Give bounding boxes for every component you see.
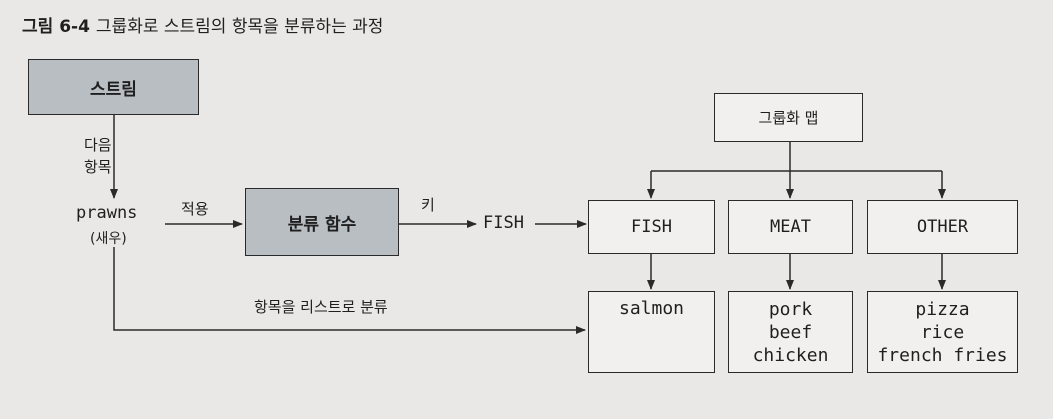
classifier-label: 분류 함수: [287, 214, 357, 235]
next-item-line-2: 항목: [84, 158, 112, 176]
item-note: (새우): [90, 231, 127, 247]
list-item: chicken: [752, 344, 829, 366]
group-key-label: OTHER: [916, 217, 969, 237]
list-item: pizza: [915, 298, 970, 320]
grouping-map-box: 그룹화 맵: [714, 93, 863, 142]
next-item-label: 다음 항목: [84, 134, 112, 178]
add-to-list-label: 항목을 리스트로 분류: [254, 298, 388, 316]
group-key-meat: MEAT: [728, 200, 853, 254]
group-key-fish: FISH: [588, 200, 715, 254]
stream-box: 스트림: [28, 59, 199, 115]
apply-label: 적용: [181, 200, 209, 218]
group-items-other: pizza rice french fries: [867, 291, 1018, 373]
list-item: beef: [768, 321, 813, 343]
next-item-line-1: 다음: [84, 136, 112, 154]
list-item: pork: [768, 298, 813, 320]
add-to-list-arrow: [113, 247, 586, 334]
figure-number: 그림 6-4: [22, 17, 90, 37]
group-key-other: OTHER: [867, 200, 1018, 254]
list-item: salmon: [618, 298, 685, 319]
grouping-map-label: 그룹화 맵: [758, 109, 819, 127]
group-items-fish: salmon: [588, 291, 715, 373]
list-item: french fries: [877, 344, 1008, 366]
figure-title: 그룹화로 스트림의 항목을 분류하는 과정: [95, 17, 384, 37]
group-key-label: MEAT: [770, 217, 811, 237]
key-value: FISH: [483, 213, 524, 233]
key-label: 키: [421, 196, 435, 214]
group-key-label: FISH: [631, 217, 672, 237]
group-items-meat: pork beef chicken: [728, 291, 853, 373]
classifier-box: 분류 함수: [245, 188, 399, 256]
item-label: prawns: [76, 203, 138, 223]
list-item: rice: [920, 321, 965, 343]
stream-label: 스트림: [90, 79, 137, 100]
